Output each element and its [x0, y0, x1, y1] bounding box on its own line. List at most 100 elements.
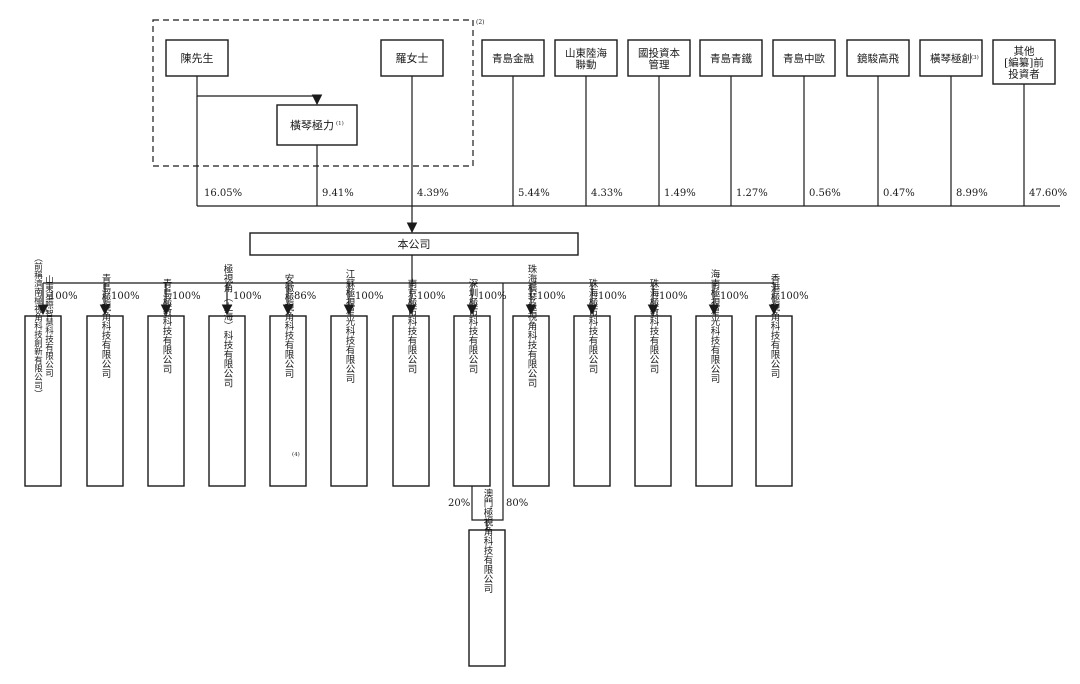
subsidiary-8: 100%珠海橫琴極視角科技有限公司 — [512, 264, 566, 487]
subsidiary-label: （前稱濟南極視角科技創新有限公司） — [33, 254, 43, 399]
subsidiary-3: 100%極視角（上海）科技有限公司 — [208, 264, 262, 487]
subsidiary-6: 100%南京極市科技有限公司 — [392, 278, 446, 487]
subsidiary-label: 深圳極市科技有限公司 — [467, 279, 479, 374]
company-box — [249, 232, 579, 256]
hengqin-jili-note: (1) — [336, 120, 344, 127]
shareholder-4: 青島中歐 0.56% — [772, 39, 841, 206]
macau-pct-left: 20% — [448, 498, 470, 509]
shareholder-box — [554, 39, 618, 77]
ms-luo-label: 羅女士 — [396, 51, 429, 65]
shareholder-label: 山東陸海聯動 — [565, 46, 607, 71]
shareholder-pct: 4.33% — [591, 188, 623, 199]
subsidiary-box — [269, 315, 307, 487]
shareholder-box — [627, 39, 691, 77]
subsidiary-12: 100%香港極視角科技有限公司 — [755, 274, 809, 487]
subsidiary-pct: 100% — [49, 291, 78, 302]
shareholder-label: 青島中歐 — [783, 52, 825, 65]
subsidiary-box — [453, 315, 491, 487]
shareholder-label: 鏡駿高飛 — [857, 52, 899, 65]
subsidiary-box — [147, 315, 185, 487]
subsidiary-10: 100%珠海極數科技有限公司 — [634, 278, 688, 487]
subsidiary-box — [392, 315, 430, 487]
mr-chen-label: 陳先生 — [181, 51, 214, 65]
subsidiary-4: 86%安徽極視角科技有限公司 (4) — [269, 273, 316, 487]
shareholder-pct: 47.60% — [1029, 188, 1067, 199]
shenzhen-to-macau-line — [471, 486, 487, 521]
subsidiary-label: 海南極視星光科技有限公司 — [709, 268, 721, 383]
shareholder-label: 其他[編纂]前投資者 — [1004, 45, 1044, 81]
subsidiary-pct: 100% — [355, 291, 384, 302]
subsidiary-box — [634, 315, 672, 487]
subsidiary-box — [24, 315, 62, 487]
subsidiary-pct: 86% — [294, 291, 316, 302]
shareholder-pct: 0.47% — [883, 188, 915, 199]
subsidiary-box — [695, 315, 733, 487]
macau-box — [468, 529, 506, 667]
shareholder-7: 其他[編纂]前投資者 47.60% — [992, 39, 1067, 206]
subsidiary-7: 100%深圳極市科技有限公司 — [453, 279, 507, 487]
subsidiary-label: 珠海橫琴極視角科技有限公司 — [526, 264, 538, 388]
subsidiary-pct: 100% — [478, 291, 507, 302]
subsidiary-box — [512, 315, 550, 487]
subsidiary-label: 香港極視角科技有限公司 — [769, 274, 781, 379]
subsidiary-label: 南京極市科技有限公司 — [406, 278, 418, 374]
shareholder-pct: 1.49% — [664, 188, 696, 199]
shareholder-label: 青島青鐵 — [710, 52, 752, 65]
shareholder-6: 橫琴極創(3) 8.99% — [919, 39, 988, 206]
subsidiary-pct: 100% — [233, 291, 262, 302]
shareholder-pct: 0.56% — [809, 188, 841, 199]
chen-pct: 16.05% — [204, 188, 242, 199]
shareholder-box — [992, 39, 1056, 85]
concert-party-group — [152, 19, 474, 167]
shareholder-box — [699, 39, 763, 77]
subsidiary-label: 珠海極市科技有限公司 — [587, 278, 599, 374]
company-to-macau-line — [486, 283, 504, 530]
subsidiary-pct: 100% — [417, 291, 446, 302]
subsidiary-label: 極視角（上海）科技有限公司 — [222, 264, 234, 388]
company-label: 本公司 — [398, 237, 431, 251]
subsidiary-2: 100%青島極數科技有限公司 — [147, 278, 201, 487]
subsidiary-9: 100%珠海極市科技有限公司 — [573, 278, 627, 487]
hengqin-jili-label: 橫琴極力 — [290, 118, 334, 132]
subsidiary-pct: 100% — [537, 291, 566, 302]
subsidiary-pct: 100% — [720, 291, 749, 302]
subsidiary-pct: 100% — [598, 291, 627, 302]
subsidiary-label: 江蘇極視星光科技有限公司 — [344, 269, 356, 383]
macau-label: 澳門極視角科技有限公司 — [482, 488, 494, 593]
subsidiary-0: 100%山東星際智慧科技有限公司（前稱濟南極視角科技創新有限公司） — [24, 254, 78, 487]
subsidiary-label: 珠海極數科技有限公司 — [648, 278, 660, 374]
subsidiary-pct: 100% — [659, 291, 688, 302]
subsidiaries: 100%山東星際智慧科技有限公司（前稱濟南極視角科技創新有限公司）100%青島極… — [24, 254, 809, 487]
subsidiary-box — [755, 315, 793, 487]
shareholder-pct: 1.27% — [736, 188, 768, 199]
ms-luo-box — [380, 39, 444, 77]
subsidiary-note: (4) — [292, 451, 300, 458]
subsidiary-1: 100%青島極視角科技有限公司 — [86, 273, 140, 487]
subsidiary-label: 安徽極視角科技有限公司 — [283, 273, 295, 378]
subsidiary-pct: 100% — [172, 291, 201, 302]
subsidiary-5: 100%江蘇極視星光科技有限公司 — [330, 269, 384, 487]
macau-pct-right: 80% — [506, 498, 528, 509]
luo-pct: 4.39% — [417, 188, 449, 199]
subsidiary-box — [208, 315, 246, 487]
subsidiary-box — [86, 315, 124, 487]
shareholder-box — [846, 39, 910, 77]
shareholder-note: (3) — [971, 54, 979, 61]
shareholder-3: 青島青鐵 1.27% — [699, 39, 768, 206]
subsidiary-pct: 100% — [111, 291, 140, 302]
shareholder-5: 鏡駿高飛 0.47% — [846, 39, 915, 206]
shareholder-label: 橫琴極創 — [930, 52, 972, 65]
shareholder-0: 青島金融 5.44% — [481, 39, 550, 206]
subsidiary-label: 山東星際智慧科技有限公司 — [44, 274, 54, 377]
shareholder-pct: 8.99% — [956, 188, 988, 199]
hengqin-pct: 9.41% — [322, 188, 354, 199]
shareholder-1: 山東陸海聯動 4.33% — [554, 39, 623, 206]
subsidiary-label: 青島極視角科技有限公司 — [100, 273, 112, 378]
shareholder-label: 青島金融 — [492, 52, 534, 65]
shareholder-pct: 5.44% — [518, 188, 550, 199]
group-note: (2) — [476, 19, 485, 26]
subsidiary-11: 100%海南極視星光科技有限公司 — [695, 268, 749, 487]
